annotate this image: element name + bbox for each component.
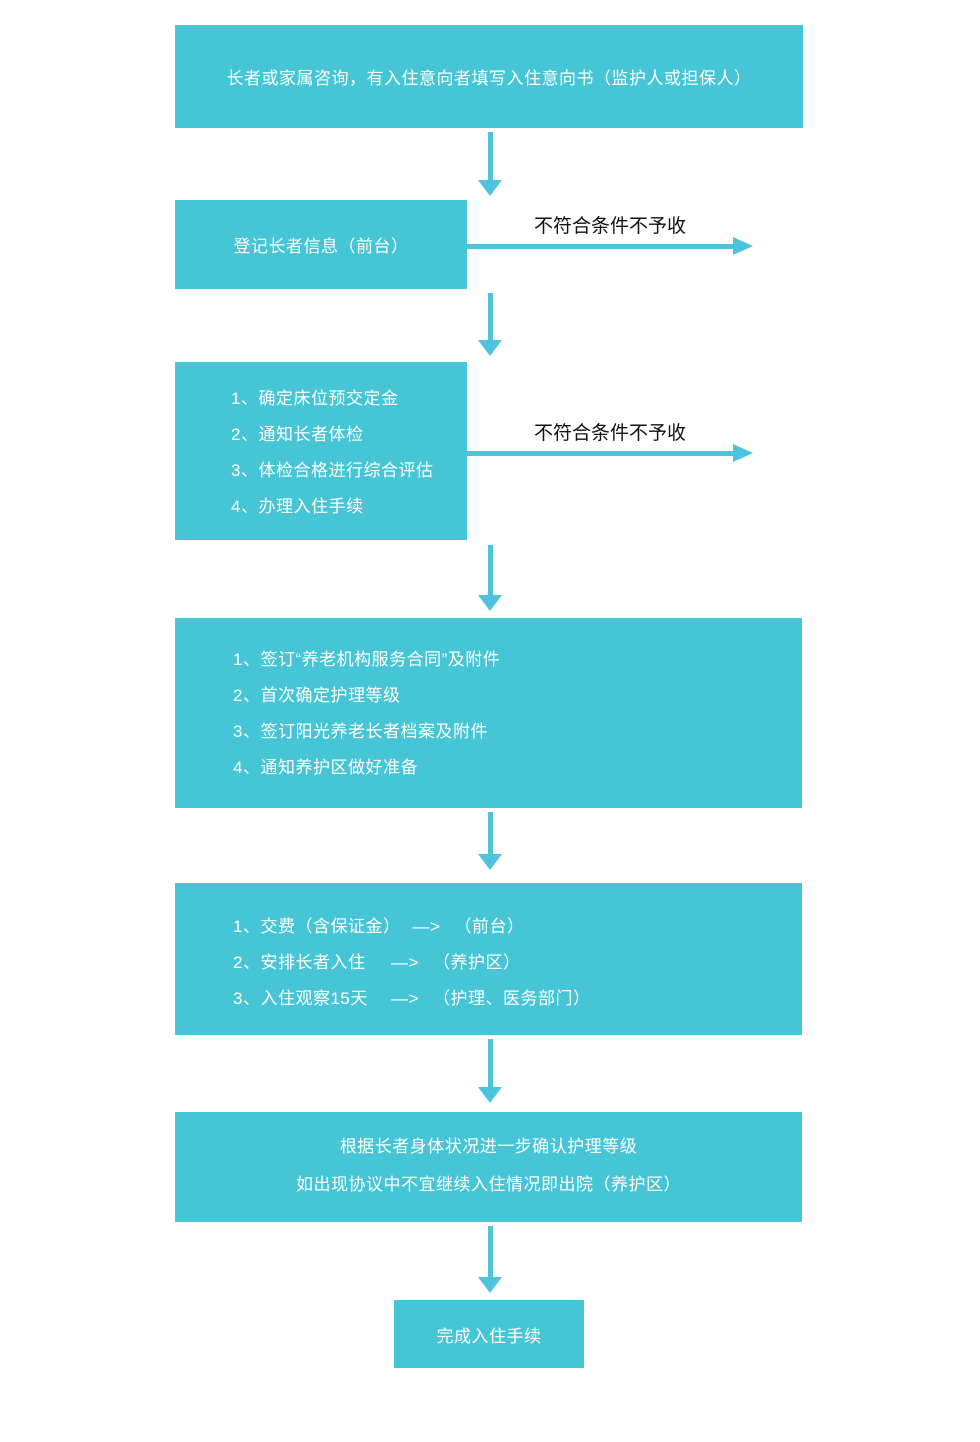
row-dest: （养护区）: [433, 953, 521, 972]
arrow-head-icon: [478, 595, 502, 611]
list-item: 4、通知养护区做好准备: [233, 758, 418, 777]
down-arrow-3: [477, 545, 503, 611]
arrow-head-icon: [733, 237, 753, 255]
down-arrow-1: [477, 132, 503, 196]
inline-arrow-icon: —>: [391, 953, 419, 972]
list-item: 4、办理入住手续: [231, 497, 364, 516]
reject-arrow-1: [467, 237, 753, 255]
arrow-shaft: [467, 243, 733, 249]
list-item: 1、确定床位预交定金: [231, 389, 399, 408]
reject-arrow-2: [467, 444, 753, 462]
checkin-row: 2、安排长者入住 —> （养护区）: [233, 945, 792, 981]
down-arrow-6: [477, 1226, 503, 1293]
arrow-head-icon: [478, 854, 502, 870]
list-item: 2、首次确定护理等级: [233, 686, 401, 705]
arrow-shaft: [487, 1039, 493, 1087]
row-dest: （前台）: [454, 917, 525, 936]
arrow-head-icon: [733, 444, 753, 462]
node-contract: 1、签订“养老机构服务合同”及附件 2、首次确定护理等级 3、签订阳光养老长者档…: [175, 618, 802, 808]
arrow-head-icon: [478, 1087, 502, 1103]
node-complete: 完成入住手续: [394, 1300, 584, 1368]
node-register: 登记长者信息（前台）: [175, 200, 467, 289]
down-arrow-5: [477, 1039, 503, 1103]
checkin-row: 3、入住观察15天 —> （护理、医务部门）: [233, 981, 792, 1017]
reject-label-1: 不符合条件不予收: [533, 216, 686, 237]
arrow-shaft: [467, 450, 733, 456]
node-consult: 长者或家属咨询，有入住意向者填写入住意向书（监护人或担保人）: [175, 25, 803, 128]
review-line: 如出现协议中不宜继续入住情况即出院（养护区）: [296, 1175, 681, 1194]
arrow-shaft: [487, 293, 493, 340]
arrow-shaft: [487, 1226, 493, 1277]
node-prepare: 1、确定床位预交定金 2、通知长者体检 3、体检合格进行综合评估 4、办理入住手…: [175, 362, 467, 540]
reject-label-2: 不符合条件不予收: [533, 423, 686, 444]
list-item: 3、体检合格进行综合评估: [231, 461, 434, 480]
row-label: 1、交费（含保证金）: [233, 917, 401, 936]
inline-arrow-icon: —>: [391, 989, 419, 1008]
arrow-shaft: [487, 132, 493, 180]
arrow-head-icon: [478, 1277, 502, 1293]
down-arrow-4: [477, 812, 503, 870]
list-item: 2、通知长者体检: [231, 425, 364, 444]
down-arrow-2: [477, 293, 503, 356]
inline-arrow-icon: —>: [412, 917, 441, 936]
arrow-shaft: [487, 812, 493, 854]
row-label: 3、入住观察15天: [233, 989, 368, 1008]
arrow-head-icon: [478, 340, 502, 356]
list-item: 3、签订阳光养老长者档案及附件: [233, 722, 488, 741]
arrow-head-icon: [478, 180, 502, 196]
node-checkin: 1、交费（含保证金） —> （前台） 2、安排长者入住 —> （养护区） 3、入…: [175, 883, 802, 1035]
row-label: 2、安排长者入住: [233, 953, 366, 972]
node-review: 根据长者身体状况进一步确认护理等级 如出现协议中不宜继续入住情况即出院（养护区）: [175, 1112, 802, 1222]
review-line: 根据长者身体状况进一步确认护理等级: [339, 1137, 638, 1156]
row-dest: （护理、医务部门）: [433, 989, 591, 1008]
list-item: 1、签订“养老机构服务合同”及附件: [233, 650, 501, 669]
checkin-row: 1、交费（含保证金） —> （前台）: [233, 909, 792, 945]
arrow-shaft: [487, 545, 493, 595]
